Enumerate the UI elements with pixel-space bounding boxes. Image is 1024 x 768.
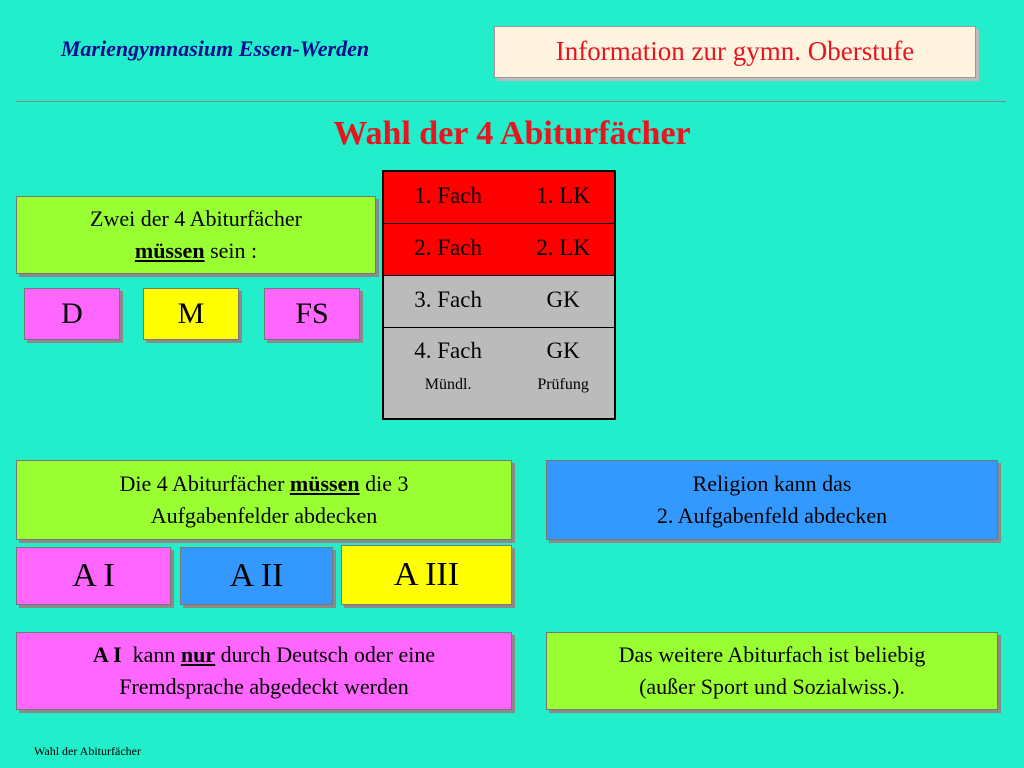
table-cell-fach-main: 4. Fach: [414, 338, 482, 363]
must-emphasis: müssen: [134, 238, 205, 263]
religion-line-1: Religion kann das: [692, 471, 852, 496]
table-row: 1. Fach 1. LK: [383, 170, 615, 224]
subject-fs-box: FS: [264, 288, 360, 340]
slide-footer: Wahl der Abiturfächer: [34, 744, 141, 758]
a1-rule-bold: A I: [92, 642, 122, 667]
table-cell-fach: 3. Fach: [383, 275, 513, 328]
must-subjects-box: Zwei der 4 Abiturfächer müssen sein :: [16, 196, 376, 274]
table-cell-fach: 2. Fach: [383, 223, 513, 276]
fields-line-2: Aufgabenfelder abdecken: [150, 503, 378, 528]
a1-rule-line-1: A I kann nur durch Deutsch oder eine: [93, 639, 435, 671]
other-line-2: (außer Sport und Sozialwiss.).: [639, 674, 905, 699]
fields-line-1: Die 4 Abiturfächer müssen die 3: [119, 468, 408, 500]
table-cell-fach-sub: Mündl.: [424, 376, 472, 393]
field-a3-box: A III: [341, 545, 512, 605]
table-cell-kurs-main: GK: [546, 338, 580, 363]
table-cell-kurs: 2. LK: [512, 223, 615, 276]
table-cell-kurs: GK: [512, 275, 615, 328]
table-cell-fach: 1. Fach: [383, 170, 513, 224]
table-row: 3. Fach GK: [383, 275, 615, 328]
subject-d-box: D: [24, 288, 120, 340]
must-after: sein :: [210, 238, 258, 263]
must-line-1: Zwei der 4 Abiturfächer: [90, 206, 302, 231]
a1-rule-text1: kann: [132, 642, 176, 667]
fields-box: Die 4 Abiturfächer müssen die 3 Aufgaben…: [16, 460, 512, 540]
info-header-box: Information zur gymn. Oberstufe: [494, 26, 976, 78]
religion-line-2: 2. Aufgabenfeld abdecken: [656, 503, 888, 528]
a1-rule-emphasis: nur: [180, 642, 216, 667]
other-line-1: Das weitere Abiturfach ist beliebig: [618, 642, 926, 667]
abitur-subject-table: 1. Fach 1. LK 2. Fach 2. LK 3. Fach GK 4…: [382, 170, 616, 420]
religion-box: Religion kann das 2. Aufgabenfeld abdeck…: [546, 460, 998, 540]
subject-m-box: M: [143, 288, 239, 340]
header-divider: [16, 101, 1006, 102]
other-subject-box: Das weitere Abiturfach ist beliebig (auß…: [546, 632, 998, 710]
fields-after: die 3: [365, 471, 409, 496]
table-cell-kurs: GK Prüfung: [512, 327, 615, 419]
school-name: Mariengymnasium Essen-Werden: [60, 36, 370, 61]
fields-emphasis: müssen: [289, 471, 360, 496]
a1-rule-text2: durch Deutsch oder eine: [220, 642, 436, 667]
field-a2-box: A II: [180, 547, 333, 605]
table-row: 4. Fach Mündl. GK Prüfung: [383, 327, 615, 419]
field-a1-box: A I: [16, 547, 171, 605]
a1-rule-line-2: Fremdsprache abgedeckt werden: [119, 674, 409, 699]
table-cell-kurs: 1. LK: [512, 170, 615, 224]
fields-before: Die 4 Abiturfächer: [119, 471, 285, 496]
table-row: 2. Fach 2. LK: [383, 223, 615, 276]
table-cell-fach: 4. Fach Mündl.: [383, 327, 513, 419]
slide-title: Wahl der 4 Abiturfächer: [333, 115, 691, 152]
a1-rule-box: A I kann nur durch Deutsch oder eine Fre…: [16, 632, 512, 710]
table-cell-kurs-sub: Prüfung: [537, 376, 589, 393]
must-line-2: müssen sein :: [135, 235, 257, 267]
